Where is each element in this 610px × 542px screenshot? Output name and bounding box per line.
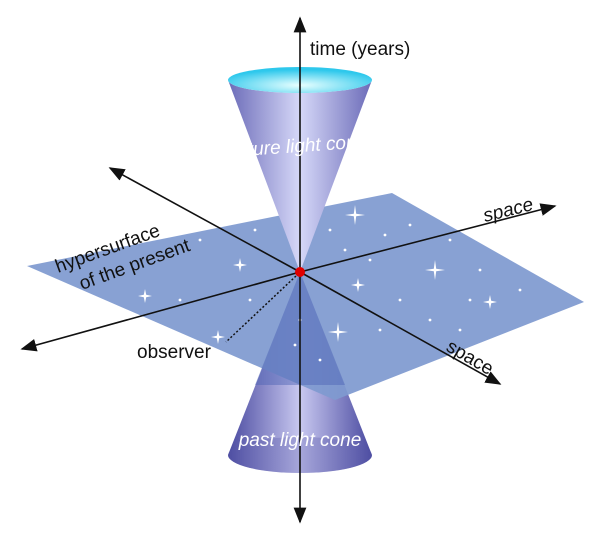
observer-pointer: [225, 275, 297, 343]
space-axis-1: [299, 203, 557, 273]
star-dot: [178, 298, 182, 302]
hypersurface-plane: [27, 193, 584, 400]
star-icon: [233, 258, 247, 272]
stars: [88, 205, 542, 362]
star-icon: [328, 322, 348, 342]
star-icon: [211, 330, 225, 344]
space-axis-2-neg: [108, 167, 301, 273]
star-dot: [318, 358, 322, 362]
star-dot: [228, 358, 232, 362]
star-dot: [253, 228, 257, 232]
space-label-1: space: [481, 194, 535, 227]
star-dot: [343, 248, 347, 252]
observer-point: [295, 267, 305, 277]
star-dot: [208, 218, 212, 222]
star-dot: [88, 298, 92, 302]
star-dot: [118, 318, 122, 322]
star-dot: [538, 273, 542, 277]
star-icon: [345, 205, 365, 225]
star-dot: [198, 238, 202, 242]
star-dot: [458, 328, 462, 332]
star-dot: [428, 318, 432, 322]
star-dot: [378, 328, 382, 332]
star-dot: [383, 233, 387, 237]
star-dot: [248, 298, 252, 302]
space-axis-2: [299, 271, 502, 385]
star-icon: [351, 278, 365, 292]
space-axis-1-neg: [20, 271, 301, 352]
star-dot: [448, 238, 452, 242]
star-icon: [483, 295, 497, 309]
star-dot: [368, 258, 372, 262]
star-dot: [293, 343, 297, 347]
past-cone-label: past light cone: [238, 430, 362, 451]
star-dot: [468, 298, 472, 302]
star-icon: [425, 260, 445, 280]
star-dot: [398, 298, 402, 302]
star-icon: [138, 289, 152, 303]
star-dot: [518, 288, 522, 292]
time-axis-label: time (years): [310, 39, 410, 60]
star-dot: [408, 223, 412, 227]
star-dot: [478, 268, 482, 272]
star-dot: [328, 228, 332, 232]
observer-label: observer: [137, 342, 212, 363]
